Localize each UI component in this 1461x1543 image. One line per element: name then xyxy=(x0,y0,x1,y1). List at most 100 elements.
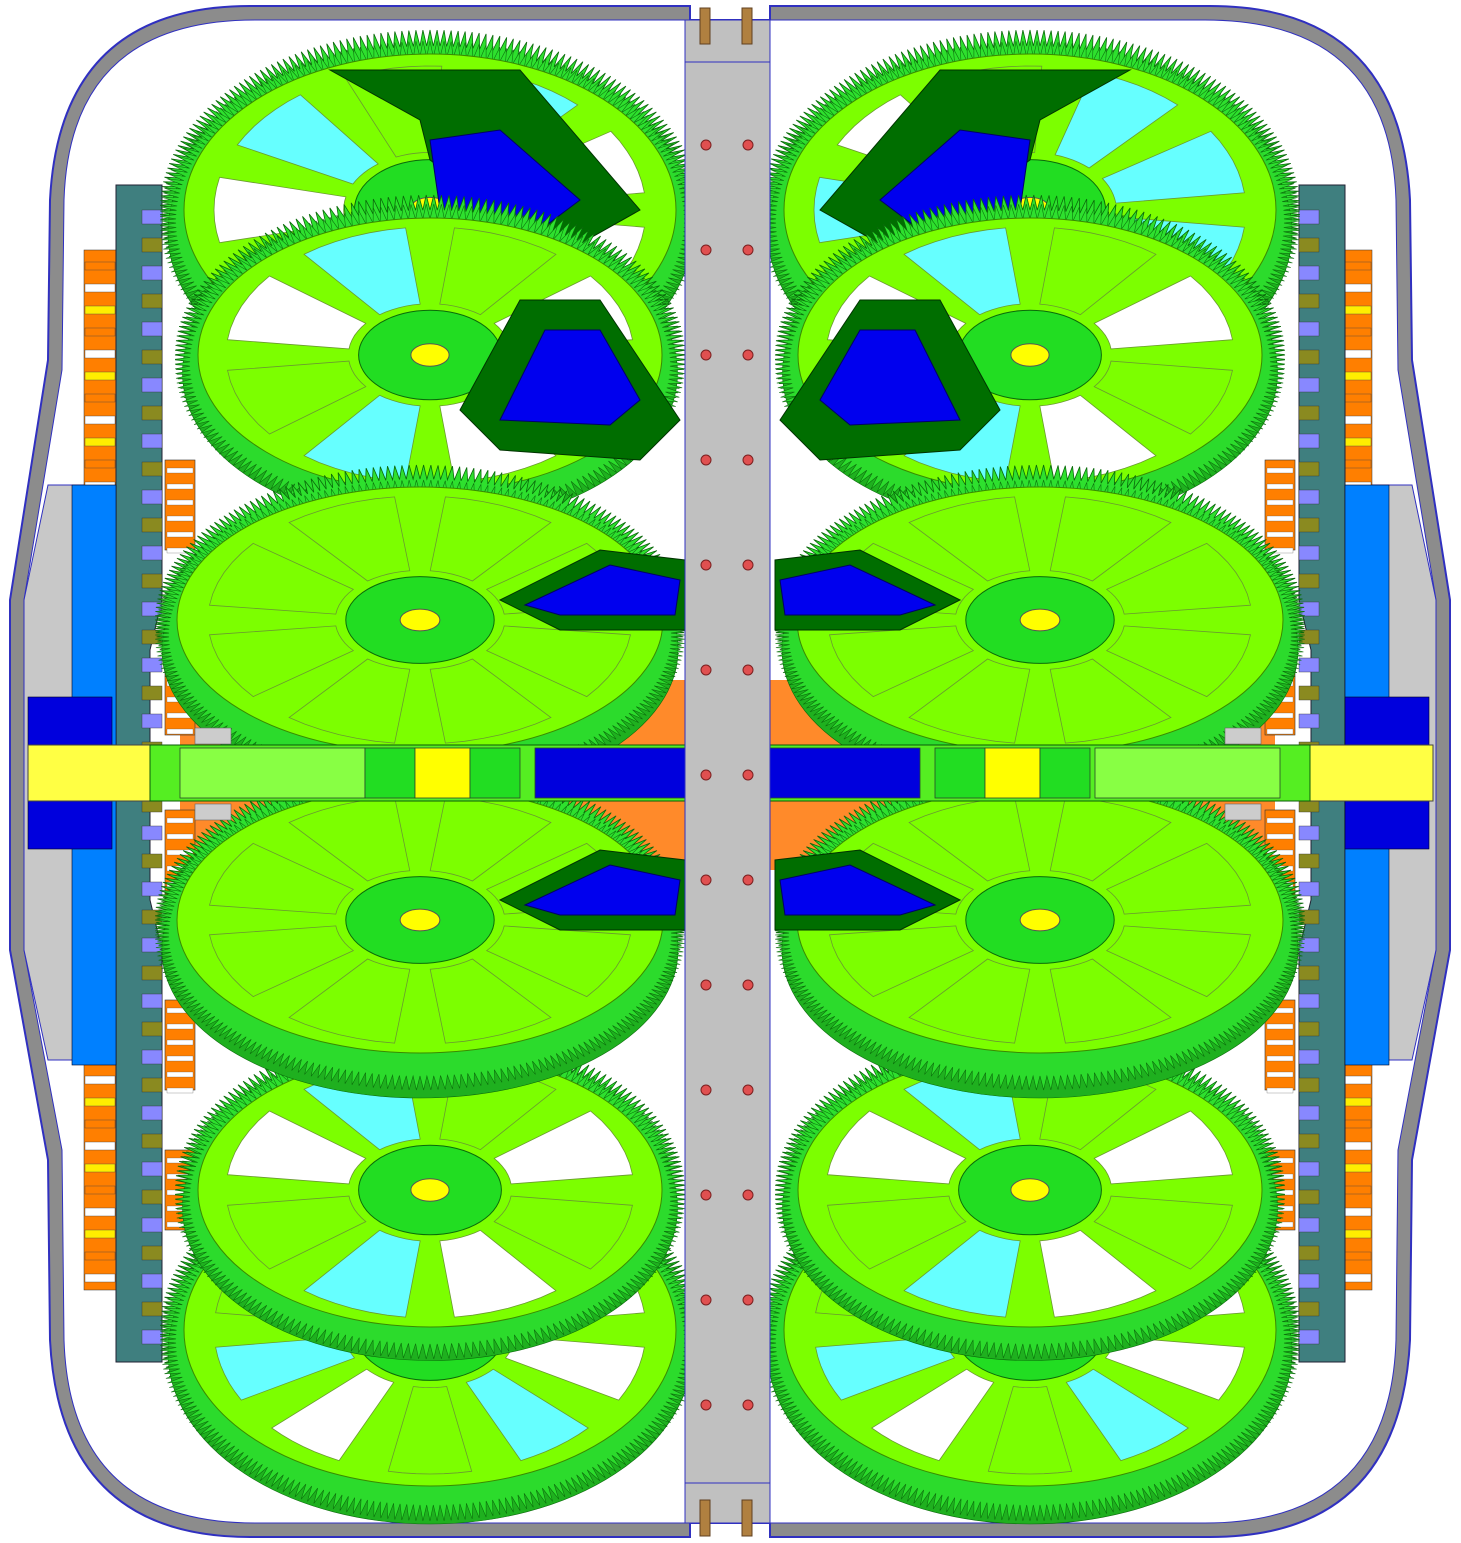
gear-spoke-window xyxy=(1054,71,1179,169)
inner-roller xyxy=(166,515,194,522)
inner-roller xyxy=(1266,833,1294,840)
gear-mid-bottom-left xyxy=(174,1029,686,1361)
washer xyxy=(1298,601,1320,617)
gear-spoke-window xyxy=(1039,1229,1157,1318)
washer xyxy=(1298,993,1320,1009)
inner-roller xyxy=(1266,467,1294,474)
washer xyxy=(1298,1021,1320,1037)
gear-spoke-window xyxy=(987,1386,1073,1475)
washer xyxy=(141,1049,163,1065)
gear-spoke-window xyxy=(908,796,1031,882)
washer xyxy=(141,1245,163,1261)
washer xyxy=(1298,825,1320,841)
washer xyxy=(141,713,163,729)
gear-spoke-window xyxy=(1093,275,1234,350)
washer xyxy=(1298,853,1320,869)
gear-spoke-window xyxy=(303,1229,421,1318)
shaft-segment xyxy=(769,747,921,799)
gear-spoke-window xyxy=(429,496,552,582)
gear-spoke-window xyxy=(226,1195,367,1270)
inner-roller xyxy=(1266,728,1294,735)
inner-roller xyxy=(1266,849,1294,856)
gear-spoke-window xyxy=(908,496,1031,582)
gear-bore xyxy=(1010,1178,1050,1202)
gear-spoke-window xyxy=(826,1110,967,1185)
gear-bore xyxy=(1019,908,1061,932)
washer xyxy=(141,1161,163,1177)
plate-bolt xyxy=(742,1084,754,1096)
inner-roller xyxy=(166,499,194,506)
inner-roller xyxy=(1266,1023,1294,1030)
gear-spoke-window xyxy=(226,1110,367,1185)
washer xyxy=(141,965,163,981)
gear-spoke-window xyxy=(303,227,421,316)
shaft-segment xyxy=(364,747,416,799)
inner-roller xyxy=(166,531,194,538)
washer xyxy=(1298,1273,1320,1289)
front-top-right-arm-window xyxy=(779,564,937,616)
washer xyxy=(141,293,163,309)
inner-roller xyxy=(1266,499,1294,506)
bearing-roller xyxy=(84,327,116,337)
washer xyxy=(141,405,163,421)
spacer xyxy=(194,727,232,745)
plate-bolt xyxy=(742,1189,754,1201)
washer xyxy=(141,321,163,337)
washer xyxy=(1298,1105,1320,1121)
gear-spoke-window xyxy=(288,496,411,582)
plate-bolt xyxy=(742,1399,754,1411)
washer xyxy=(141,461,163,477)
bearing-roller xyxy=(84,349,116,359)
plate-bolt xyxy=(742,244,754,256)
washer xyxy=(1298,937,1320,953)
plate-bolt xyxy=(700,454,712,466)
washer xyxy=(141,573,163,589)
plate-bolt xyxy=(700,139,712,151)
plate-bolt xyxy=(700,1084,712,1096)
gear-spoke-window xyxy=(1093,1110,1234,1185)
washer xyxy=(141,1133,163,1149)
washer xyxy=(1298,489,1320,505)
bearing-roller xyxy=(84,305,116,315)
shaft-segment xyxy=(984,747,1041,799)
gear-spoke-window xyxy=(1049,796,1172,882)
washer xyxy=(1298,405,1320,421)
inner-roller xyxy=(166,1023,194,1030)
gear-spoke-window xyxy=(493,1110,634,1185)
washer xyxy=(141,377,163,393)
washer xyxy=(1298,1049,1320,1065)
washer xyxy=(1298,1133,1320,1149)
gear-spoke-window xyxy=(1039,227,1157,316)
bearing-roller xyxy=(84,371,116,381)
bearing-roller xyxy=(84,1119,116,1129)
inner-roller xyxy=(166,849,194,856)
spacer xyxy=(1224,803,1262,821)
washer xyxy=(141,209,163,225)
washer xyxy=(141,545,163,561)
gear-spoke-window xyxy=(288,796,411,882)
gear-spoke-window xyxy=(828,925,975,998)
bearing-roller xyxy=(84,415,116,425)
washer xyxy=(1298,433,1320,449)
gear-front-top-left xyxy=(154,464,686,799)
gear-front-top-right xyxy=(774,464,1306,799)
plate-bolt xyxy=(742,139,754,151)
spacer xyxy=(1224,727,1262,745)
washer xyxy=(1298,545,1320,561)
washer xyxy=(141,517,163,533)
bearing-roller xyxy=(84,1273,116,1283)
washer xyxy=(1298,237,1320,253)
gear-spoke-window xyxy=(465,1368,590,1462)
inner-roller xyxy=(166,1055,194,1062)
gear-spoke-window xyxy=(208,842,355,915)
washer xyxy=(141,1329,163,1345)
plate-bolt xyxy=(700,1189,712,1201)
inner-roller xyxy=(166,833,194,840)
gear-spoke-window xyxy=(870,1368,995,1462)
gear-bore xyxy=(399,608,441,632)
washer xyxy=(1298,461,1320,477)
washer xyxy=(141,265,163,281)
inner-roller xyxy=(1266,515,1294,522)
washer xyxy=(141,433,163,449)
